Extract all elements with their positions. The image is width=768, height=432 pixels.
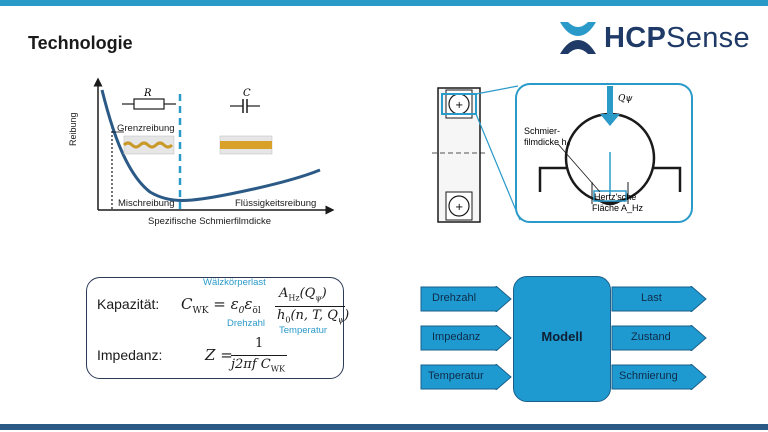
company-logo: HCPSense	[558, 20, 758, 56]
capacitance-lhs: CWK = ε0εöl	[181, 295, 261, 316]
output-arrow-lubrication: Schmierung	[611, 364, 707, 390]
impedance-fraction-bar	[231, 355, 287, 356]
contact-detail	[515, 83, 693, 223]
zoom-line-bottom	[475, 113, 521, 221]
friction-curve	[100, 89, 321, 202]
stribeck-chart	[93, 77, 335, 215]
slide-title: Technologie	[28, 33, 133, 53]
mixed-friction-label: Mischreibung	[118, 198, 175, 209]
annotation-temperature: Temperatur	[279, 325, 328, 336]
resistor-symbol: R	[144, 88, 152, 99]
output-arrow-state: Zustand	[611, 325, 707, 351]
annotation-speed: Drehzahl	[227, 318, 266, 329]
formula-box: Kapazität: Impedanz: Wälzkörperlast Dreh…	[86, 277, 349, 379]
capacitor-symbol: C	[243, 88, 251, 99]
bearing-diagram: + +	[432, 83, 693, 223]
x-axis-label: Spezifische Schmierfilmdicke	[148, 216, 272, 227]
bearing-cross-section: + +	[432, 87, 488, 223]
load-arrow-icon	[600, 114, 620, 126]
film-thickness-label-1: Schmier-	[524, 126, 561, 136]
zoom-line-top	[475, 85, 519, 95]
logo-text: HCPSense	[604, 22, 750, 54]
model-block: Modell	[513, 276, 611, 402]
impedance-numerator: 1	[255, 336, 264, 351]
impedance-denominator: j2πf CWK	[231, 357, 285, 374]
contact-area-label-2: Fläche A_Hz	[592, 203, 644, 213]
resistor-icon	[122, 98, 176, 110]
boundary-contact-image	[122, 135, 175, 155]
input-arrow-impedance: Impedanz	[420, 325, 512, 351]
fluid-film-image	[219, 135, 273, 155]
capacitance-denominator: h0(n, T, Qψ)	[277, 308, 350, 325]
contact-area-label-1: Hertz'sche	[594, 192, 637, 202]
boundary-friction-label: Grenzreibung	[117, 123, 175, 134]
capacitor-icon	[230, 99, 260, 113]
impedance-label: Impedanz:	[97, 347, 163, 363]
impedance-lhs: Z =	[205, 346, 233, 364]
load-label: Qψ	[618, 94, 633, 104]
y-axis-label: Reibung	[68, 112, 78, 146]
input-arrow-temperature: Temperatur	[420, 364, 512, 390]
capacitance-label: Kapazität:	[97, 296, 160, 312]
annotation-load: Wälzkörperlast	[203, 277, 266, 288]
input-arrow-speed: Drehzahl	[420, 286, 512, 312]
film-thickness-label-2: filmdicke h₀	[524, 137, 571, 147]
capacitance-numerator: AHz(Qψ)	[279, 286, 327, 303]
svg-text:+: +	[455, 100, 463, 111]
output-arrow-load: Last	[611, 286, 707, 312]
bottom-accent-bar	[0, 424, 768, 430]
capacitance-fraction-bar	[275, 306, 345, 307]
svg-text:+: +	[455, 202, 463, 213]
top-accent-bar	[0, 0, 768, 6]
logo-mark-icon	[560, 22, 596, 54]
fluid-friction-label: Flüssigkeitsreibung	[235, 198, 317, 209]
